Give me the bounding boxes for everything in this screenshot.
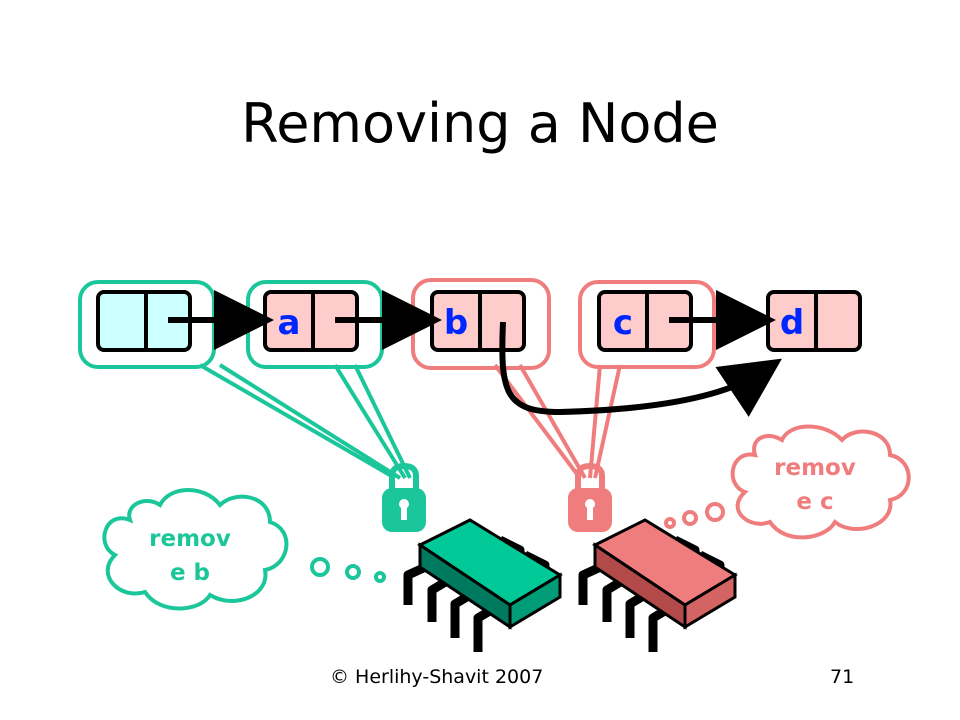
footer-copyright: © Herlihy-Shavit 2007 xyxy=(330,666,544,688)
node-b: b xyxy=(430,290,526,352)
node-label-a: a xyxy=(278,303,301,343)
red-padlock-icon xyxy=(568,462,612,532)
thought-line2-b: e b xyxy=(170,560,210,586)
thought-bubble-remove-c: remov e c xyxy=(664,424,911,540)
node-sentinel xyxy=(96,290,192,352)
node-label-b: b xyxy=(444,303,468,343)
red-lock-wires xyxy=(493,363,622,480)
pointer-b-to-d xyxy=(499,321,782,417)
node-d: d xyxy=(766,290,862,352)
green-padlock-icon xyxy=(382,462,426,532)
footer-page-number: 71 xyxy=(830,666,855,688)
green-lock-wires xyxy=(198,363,412,480)
thought-bubble-remove-b: remov e b xyxy=(102,488,386,611)
green-processor-chip-icon xyxy=(403,518,563,652)
thought-line2-c: e c xyxy=(796,489,833,515)
thought-line1-b: remov xyxy=(149,526,231,552)
node-label-d: d xyxy=(780,303,804,343)
red-processor-chip-icon xyxy=(578,518,738,652)
node-label-c: c xyxy=(613,303,633,343)
thought-line1-c: remov xyxy=(774,455,856,481)
next-pointers xyxy=(168,290,782,417)
lock-bracket-c xyxy=(578,280,716,369)
slide-title: Removing a Node xyxy=(241,92,719,155)
node-a: a xyxy=(263,290,359,352)
